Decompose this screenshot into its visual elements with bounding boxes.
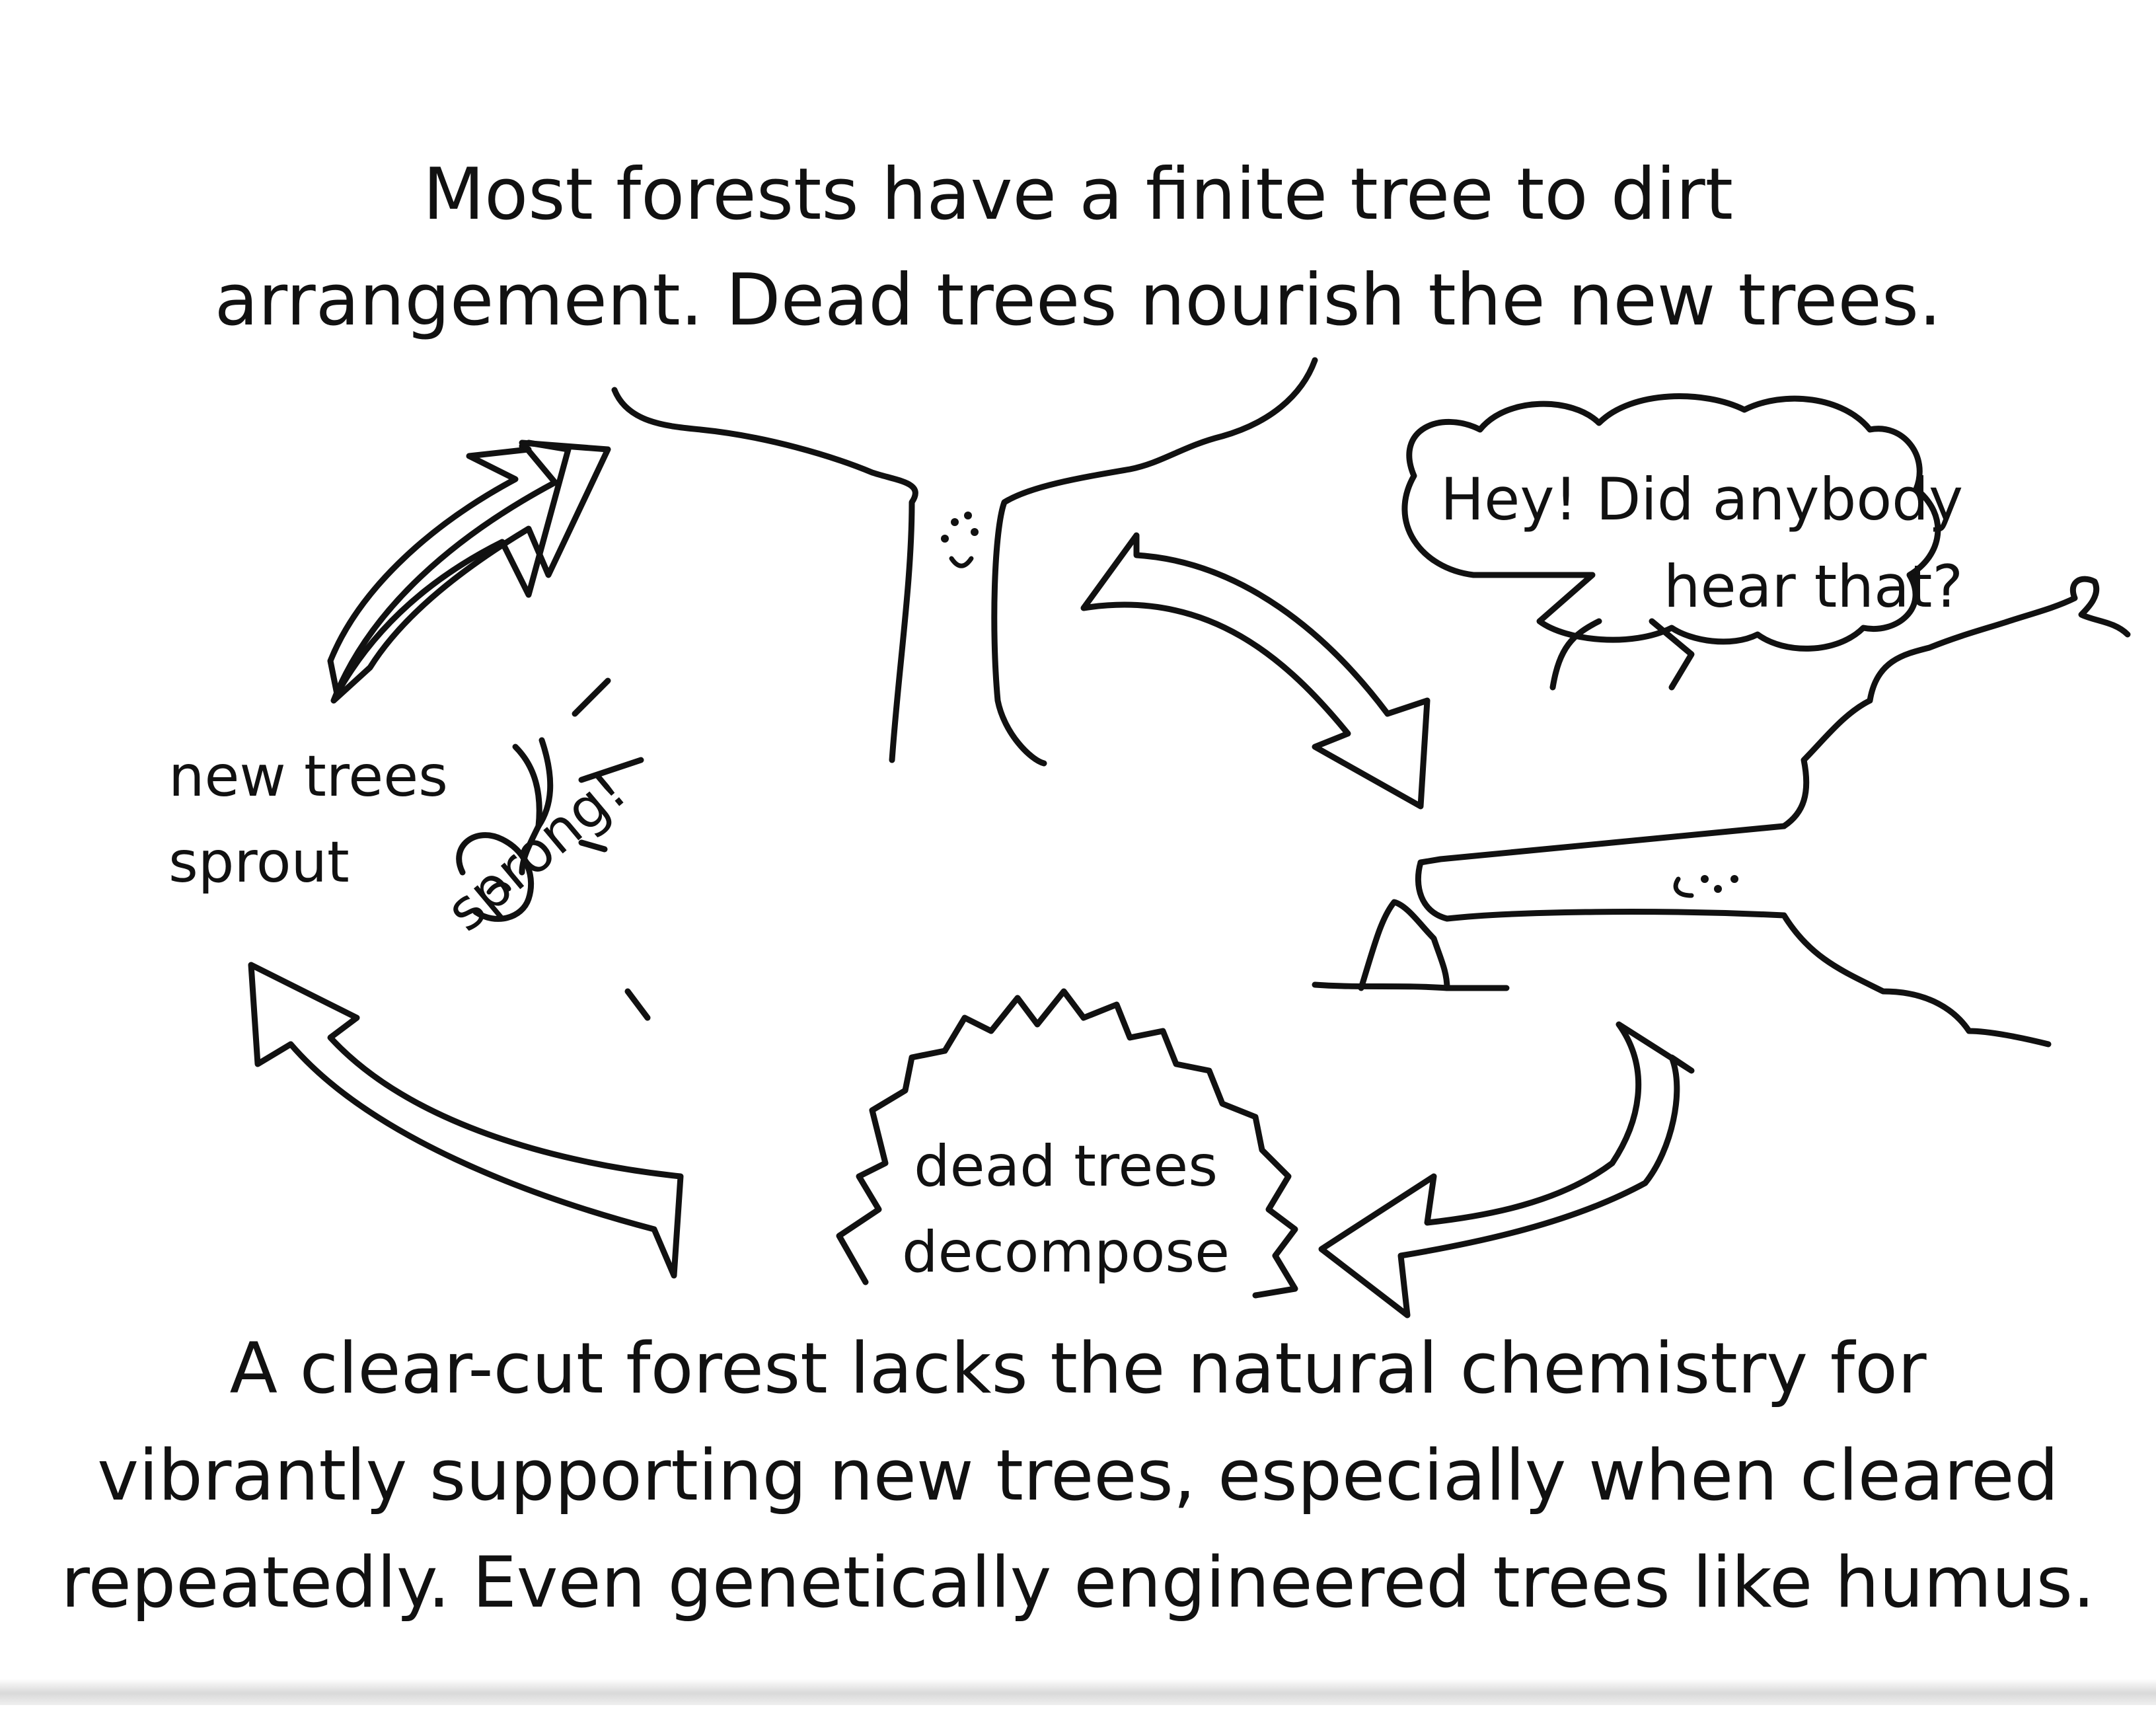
speech-bubble-text: Hey! Did anybody hear that? [1440,456,1963,630]
speech-bubble [1401,393,1941,691]
label-line: dead trees [914,1133,1218,1200]
standing-tree [611,357,1318,767]
top-caption-line: Most forests have a finite tree to dirt [422,153,1734,236]
speech-line: Hey! Did anybody [1440,465,1964,533]
arrow-to-new-trees [248,962,684,1279]
bottom-caption-line: vibrantly supporting new trees, especial… [97,1435,2059,1516]
top-caption-line: arrangement. Dead trees nourish the new … [214,259,1942,342]
label-new-trees-sprout: new trees sprout [168,734,448,905]
arrow-to-cut-tree [1080,532,1431,810]
bottom-caption-line: repeatedly. Even genetically engineered … [61,1542,2095,1623]
label-line: sprout [168,829,350,896]
top-caption: Most forests have a finite tree to dirt … [0,142,2156,354]
scan-edge-shadow [0,1679,2156,1705]
bottom-caption: A clear-cut forest lacks the natural che… [0,1315,2156,1636]
speech-line: hear that? [1663,553,1964,621]
label-line: new trees [168,744,448,810]
sprouting-seed [456,677,651,1021]
bottom-caption-line: A clear-cut forest lacks the natural che… [229,1328,1927,1409]
felled-tree [1312,576,2131,1048]
label-line: decompose [902,1219,1230,1285]
decompose-burst [836,988,1298,1299]
label-dead-trees-decompose: dead trees decompose [902,1124,1230,1295]
arrow-to-decompose [1318,1021,1695,1318]
arrow-up-to-tree [327,439,611,704]
